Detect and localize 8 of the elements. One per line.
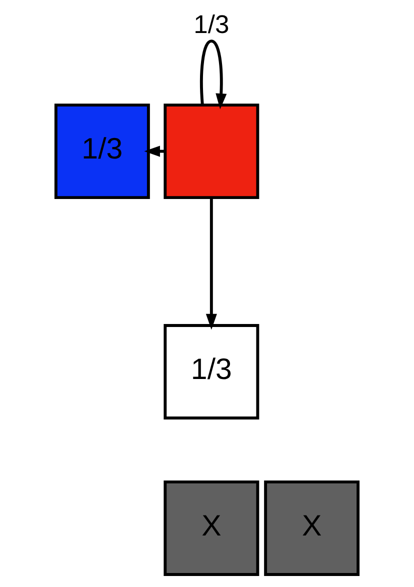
edge-label: 1/3: [194, 11, 230, 39]
node-box: X: [264, 480, 360, 576]
node-box: 1/3: [164, 324, 260, 420]
arrow: [200, 40, 227, 110]
node-box: 1/3: [54, 104, 150, 200]
node-box: X: [164, 480, 260, 576]
node-box: [164, 104, 260, 200]
arrow: [206, 198, 217, 330]
